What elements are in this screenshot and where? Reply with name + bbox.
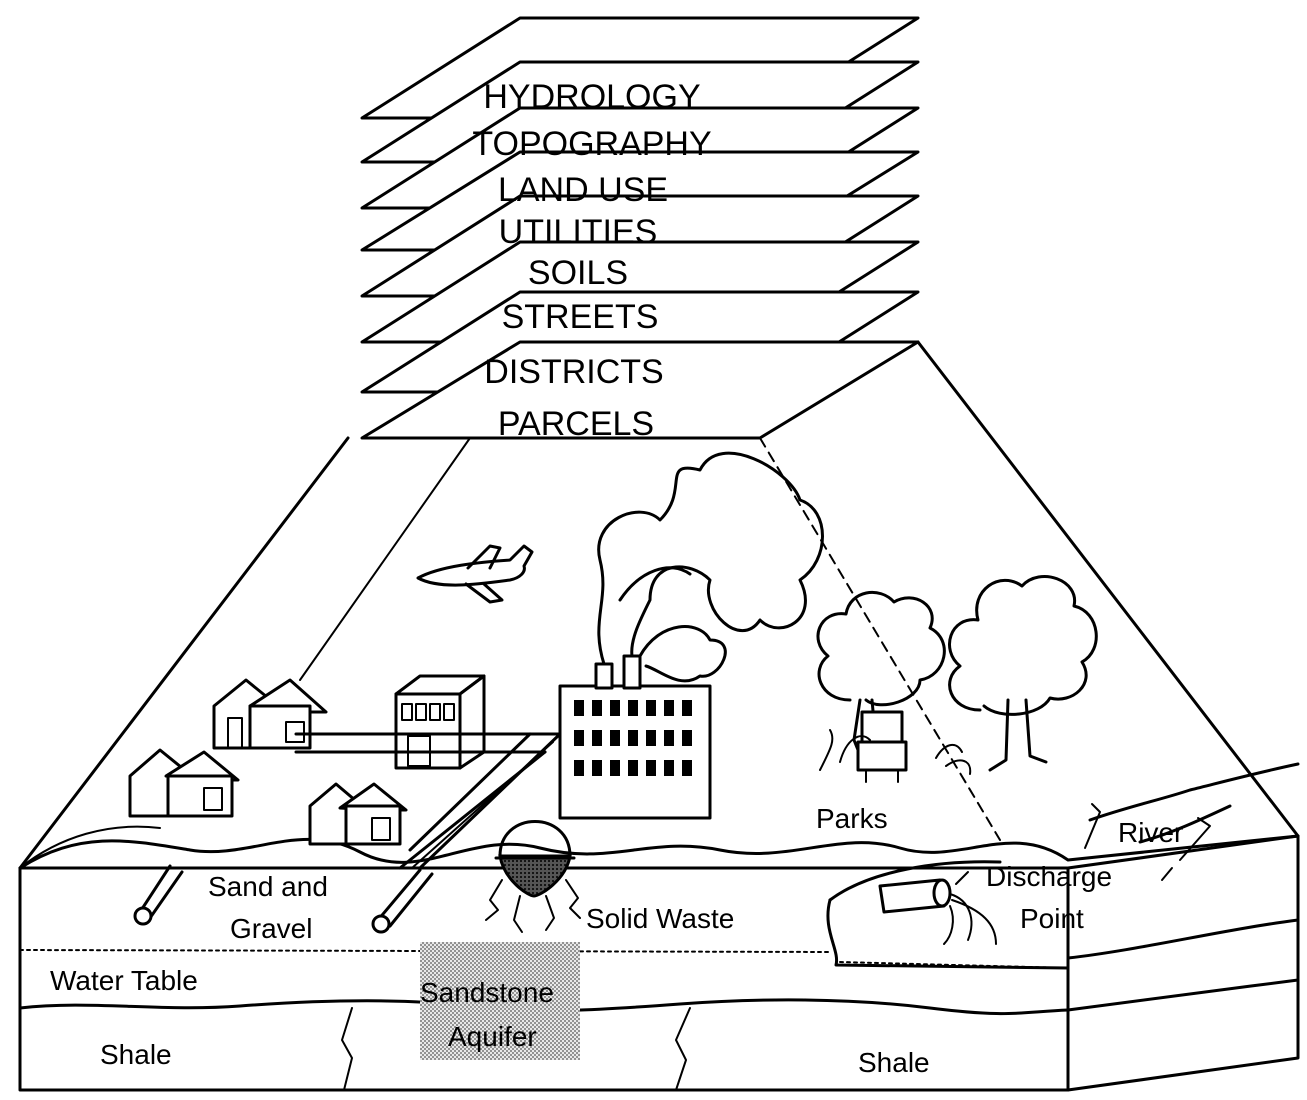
layer-label-utilities: UTILITIES xyxy=(499,213,658,251)
label-parks: Parks xyxy=(816,803,888,834)
house-icon xyxy=(308,782,408,846)
well-pipe-icon xyxy=(371,868,434,934)
layer-label-land-use: LAND USE xyxy=(498,171,668,209)
label-discharge: Discharge xyxy=(986,861,1112,892)
discharge-pipe-icon xyxy=(878,871,997,945)
layer-label-topography: TOPOGRAPHY xyxy=(472,125,711,163)
projection-lines xyxy=(18,340,1300,870)
layer-label-hydrology: HYDROLOGY xyxy=(483,78,700,116)
layer-label-parcels: PARCELS xyxy=(498,405,654,443)
tree-icon xyxy=(948,575,1098,772)
layer-label-districts: DISTRICTS xyxy=(484,353,663,391)
label-gravel: Gravel xyxy=(230,913,312,944)
house-icon xyxy=(212,678,328,750)
label-point: Point xyxy=(1020,903,1084,934)
road-icon xyxy=(294,732,562,870)
label-sandstone: Sandstone xyxy=(420,977,554,1008)
well-pipe-icon xyxy=(133,864,184,926)
label-aquifer: Aquifer xyxy=(448,1021,537,1052)
factory-icon xyxy=(558,654,712,820)
label-sand-and-gravel: Sand and xyxy=(208,871,328,902)
layer-label-soils: SOILS xyxy=(528,254,628,292)
office-building-icon xyxy=(394,674,486,770)
label-shale-right: Shale xyxy=(858,1047,930,1078)
park-bench-icon xyxy=(819,710,972,783)
label-shale-left: Shale xyxy=(100,1039,172,1070)
solid-waste-icon xyxy=(485,820,581,933)
smoke-icon xyxy=(597,451,824,683)
label-river: River xyxy=(1118,817,1183,848)
earth-block xyxy=(18,762,1300,1092)
label-solid-waste: Solid Waste xyxy=(586,903,734,934)
label-water-table: Water Table xyxy=(50,965,198,996)
airplane-icon xyxy=(416,544,534,604)
sandstone-aquifer xyxy=(420,942,580,1060)
layer-stack: HYDROLOGY TOPOGRAPHY LAND USE UTILITIES … xyxy=(360,16,920,443)
house-icon xyxy=(128,748,240,818)
layer-label-streets: STREETS xyxy=(502,298,659,336)
